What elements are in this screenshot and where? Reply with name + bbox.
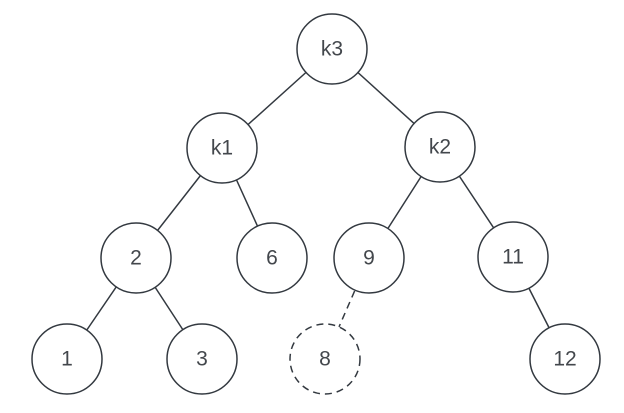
node-circle-k1 xyxy=(186,112,258,184)
node-circle-9 xyxy=(333,222,405,294)
tree-node-11: 11 xyxy=(477,221,549,293)
node-circle-1 xyxy=(31,323,103,395)
node-label-12: 12 xyxy=(553,348,576,371)
node-circle-12 xyxy=(529,323,601,395)
node-circle-2 xyxy=(100,222,172,294)
tree-node-k1: k1 xyxy=(186,112,258,184)
tree-node-1: 1 xyxy=(31,323,103,395)
node-label-11: 11 xyxy=(502,246,524,269)
node-label-9: 9 xyxy=(363,247,375,270)
node-label-k3: k3 xyxy=(321,38,343,61)
node-label-3: 3 xyxy=(196,348,208,371)
node-label-1: 1 xyxy=(61,348,73,371)
tree-node-k3: k3 xyxy=(296,13,368,85)
node-label-k2: k2 xyxy=(429,136,451,159)
tree-node-k2: k2 xyxy=(404,111,476,183)
node-circle-6 xyxy=(236,222,308,294)
node-label-k1: k1 xyxy=(211,137,233,160)
tree-node-12: 12 xyxy=(529,323,601,395)
node-label-2: 2 xyxy=(130,247,142,270)
node-label-6: 6 xyxy=(266,247,278,270)
node-circle-8-dashed xyxy=(289,323,361,395)
node-label-8: 8 xyxy=(319,348,331,371)
tree-node-8: 8 xyxy=(289,323,361,395)
node-circle-11 xyxy=(477,221,549,293)
tree-node-9: 9 xyxy=(333,222,405,294)
node-circle-3 xyxy=(166,323,238,395)
node-circle-k3 xyxy=(296,13,368,85)
tree-node-6: 6 xyxy=(236,222,308,294)
tree-node-3: 3 xyxy=(166,323,238,395)
tree-node-2: 2 xyxy=(100,222,172,294)
node-circle-k2 xyxy=(404,111,476,183)
